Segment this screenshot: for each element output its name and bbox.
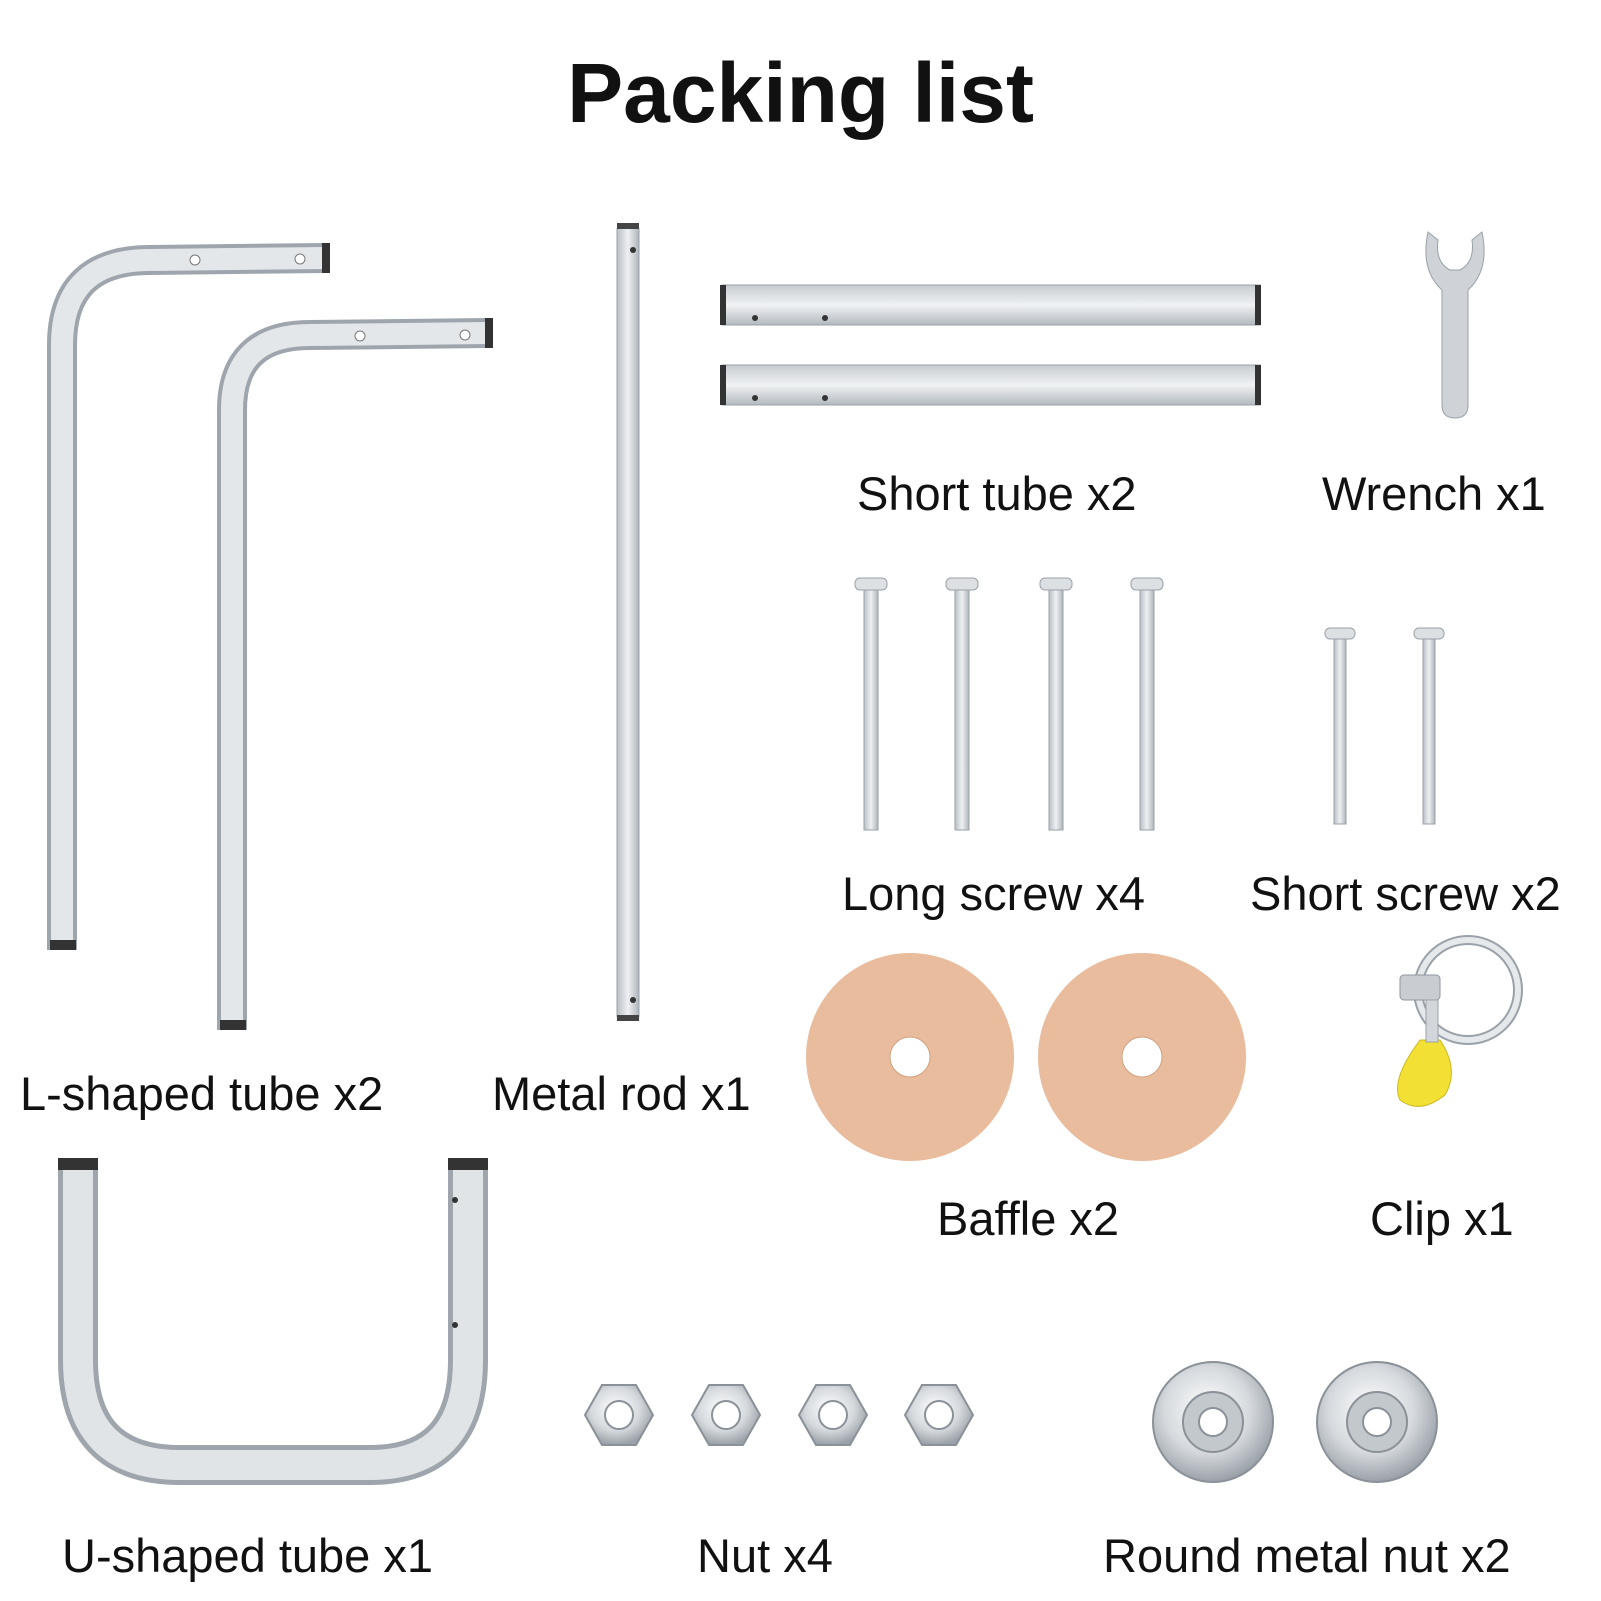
baffle-2 bbox=[1038, 953, 1246, 1161]
label-l-shaped-tube: L-shaped tube x2 bbox=[20, 1067, 384, 1120]
label-baffle: Baffle x2 bbox=[937, 1192, 1120, 1245]
short-tube-2 bbox=[720, 364, 1261, 406]
long-screw bbox=[1039, 577, 1073, 831]
u-shaped-tube bbox=[58, 1158, 488, 1485]
long-screw bbox=[854, 577, 888, 831]
long-screws bbox=[854, 577, 1164, 831]
label-nut: Nut x4 bbox=[697, 1529, 833, 1582]
short-screw bbox=[1324, 627, 1356, 825]
l-shaped-tube-2 bbox=[217, 318, 493, 1030]
baffle-1 bbox=[806, 953, 1014, 1161]
nut bbox=[690, 1384, 762, 1446]
label-clip: Clip x1 bbox=[1370, 1192, 1514, 1245]
label-long-screw: Long screw x4 bbox=[842, 867, 1146, 920]
clip bbox=[1397, 935, 1523, 1107]
label-metal-rod: Metal rod x1 bbox=[492, 1067, 751, 1120]
metal-rod bbox=[616, 223, 640, 1021]
wrench bbox=[1425, 231, 1485, 419]
label-wrench: Wrench x1 bbox=[1322, 467, 1546, 520]
round-metal-nuts bbox=[1152, 1361, 1438, 1483]
l-shaped-tube-1 bbox=[47, 243, 330, 950]
label-u-shaped-tube: U-shaped tube x1 bbox=[62, 1529, 434, 1582]
label-round-metal-nut: Round metal nut x2 bbox=[1103, 1529, 1511, 1582]
page-title: Packing list bbox=[567, 46, 1034, 140]
short-screw bbox=[1413, 627, 1445, 825]
nut bbox=[797, 1384, 869, 1446]
label-short-screw: Short screw x2 bbox=[1250, 867, 1561, 920]
short-tube-1 bbox=[720, 284, 1261, 326]
nut bbox=[903, 1384, 975, 1446]
label-short-tube: Short tube x2 bbox=[857, 467, 1137, 520]
long-screw bbox=[945, 577, 979, 831]
nuts bbox=[583, 1384, 975, 1446]
round-metal-nut bbox=[1316, 1361, 1438, 1483]
nut bbox=[583, 1384, 655, 1446]
long-screw bbox=[1130, 577, 1164, 831]
short-screws bbox=[1324, 627, 1445, 825]
round-metal-nut bbox=[1152, 1361, 1274, 1483]
